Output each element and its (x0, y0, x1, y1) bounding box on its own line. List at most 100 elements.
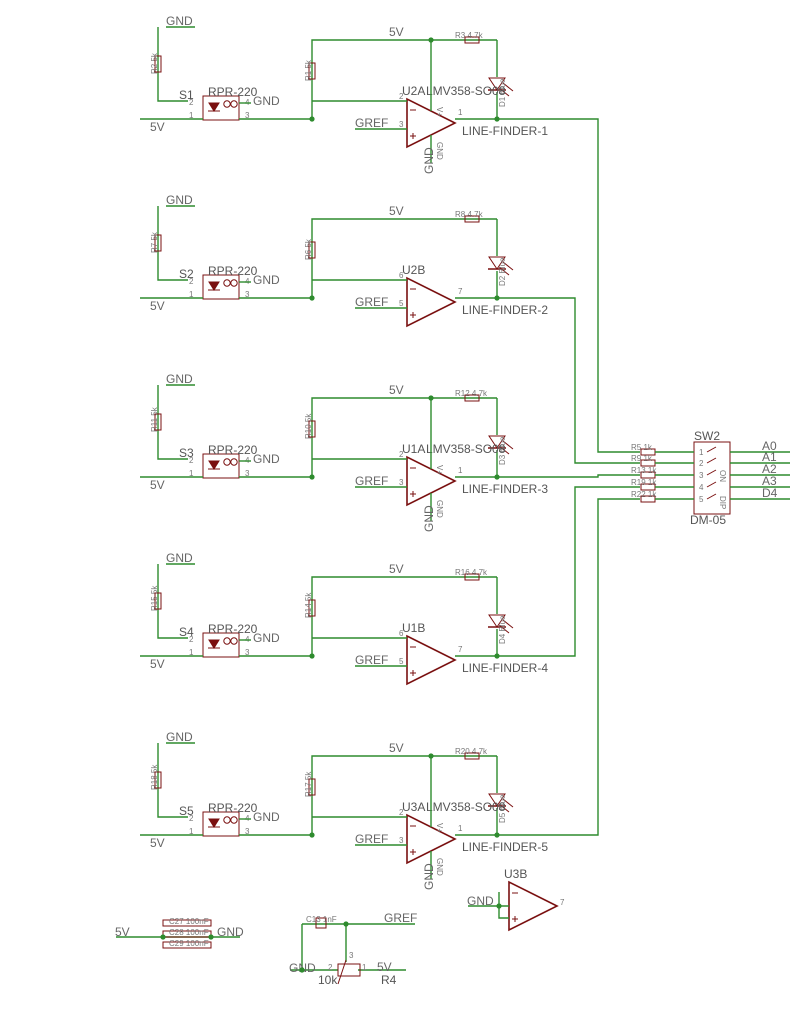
sensor-pin: 3 (245, 469, 250, 478)
pot-name: R4 (381, 973, 397, 987)
dip-switch-lever (706, 481, 717, 488)
pin-inv: 6 (399, 271, 404, 280)
output-net-label: LINE-FINDER-3 (462, 482, 548, 496)
sensor-part: RPR-220 (208, 801, 258, 815)
opamp-name: U1A (402, 442, 425, 456)
sensor-s2-body (202, 274, 240, 300)
cap-c28-body (162, 930, 212, 938)
junction-dot (428, 395, 434, 401)
cap-c27-body (162, 919, 212, 927)
led-d4-arrow-2 (498, 624, 510, 634)
resistor-r11-body (154, 413, 162, 431)
opamp-name: U2A (402, 84, 425, 98)
junction-dot (428, 753, 434, 759)
opamp-gnd-label: GND (422, 147, 436, 174)
resistor-r3-label: R3 4.7k (455, 31, 484, 40)
sensor-pin: 1 (189, 111, 194, 120)
divider-rail (311, 576, 497, 638)
rail-vcc-label: 5V (389, 383, 404, 397)
vcc-net-label: 5V (150, 299, 165, 313)
resistor-r14-label: R14 5k (304, 592, 313, 618)
gref-label: GREF (355, 832, 388, 846)
dip-resistor-r19-label: R19 1k (631, 478, 657, 487)
sensor-gnd-label: GND (253, 273, 280, 287)
sensor-pin: 1 (189, 827, 194, 836)
pin-noninv: 3 (399, 836, 404, 845)
resistor-r3-body (464, 36, 480, 44)
junction-dot (494, 653, 500, 659)
led-label: D2 Blue (498, 257, 507, 286)
unused-opamp-name: U3B (504, 867, 527, 881)
vcc-net-label: 5V (150, 836, 165, 850)
gref-label: GREF (355, 295, 388, 309)
rail-vcc-label: 5V (389, 204, 404, 218)
dip-resistor-r22-label: R22 1k (631, 490, 657, 499)
resistor-r15-body (154, 592, 162, 610)
sensor-s3-body (202, 453, 240, 479)
gnd-pin: GND (435, 858, 444, 876)
sensor-s1-body (202, 95, 240, 121)
resistor-r16-label: R16 4.7k (455, 568, 488, 577)
junction-dot (494, 832, 500, 838)
led-label: D5 Blue (498, 794, 507, 823)
gnd-net-label: GND (166, 14, 193, 28)
pullup-wire (157, 206, 188, 281)
led-d3-triangle (488, 435, 506, 449)
sensor-s4-emitter-diode (208, 639, 220, 649)
dip-body (693, 441, 731, 515)
resistor-r20-label: R20 4.7k (455, 747, 488, 756)
led-d4-triangle (488, 614, 506, 628)
junction-dot (309, 295, 315, 301)
sensor-name: S4 (179, 625, 194, 639)
resistor-r16-body (464, 573, 480, 581)
sensor-pin: 3 (245, 827, 250, 836)
led-d1-triangle (488, 77, 506, 91)
led-label: D3 Blue (498, 436, 507, 465)
sensor-pin: 1 (189, 648, 194, 657)
pin-noninv: 3 (399, 120, 404, 129)
divider-rail (311, 397, 497, 459)
pullup-wire (157, 385, 188, 460)
opamp-name: U3A (402, 800, 425, 814)
resistor-r8-body (464, 215, 480, 223)
led-d2-arrow-2 (498, 266, 510, 276)
cap-c13-label: C13 1nF (306, 915, 337, 924)
sensor-s4-body (202, 632, 240, 658)
pin-inv: 6 (399, 629, 404, 638)
output-net-label: LINE-FINDER-1 (462, 124, 548, 138)
sensor-pin: 1 (189, 469, 194, 478)
junction-dot (309, 653, 315, 659)
sensor-name: S5 (179, 804, 194, 818)
sensor-pin: 3 (245, 290, 250, 299)
opamp-gnd-label: GND (422, 505, 436, 532)
opamp-name: U1B (402, 621, 425, 635)
resistor-r10-label: R10 5k (304, 413, 313, 439)
dip-switch-lever (706, 457, 717, 464)
opamp-part: LMV358-SO08 (426, 84, 506, 98)
resistor-r10-body (308, 420, 316, 438)
junction-dot (160, 934, 166, 940)
gnd-net-label: GND (166, 730, 193, 744)
led-d3-arrow-2 (498, 445, 510, 455)
sensor-pin: 2 (189, 277, 194, 286)
cap-c13-body (315, 917, 327, 929)
dip-off-label: DIP (718, 496, 727, 509)
sensor-s3-photo-1 (223, 458, 231, 466)
sensor-s1-emitter-diode (208, 102, 220, 112)
junction-dot (496, 903, 502, 909)
pin-noninv: 5 (399, 299, 404, 308)
resistor-r20-body (464, 752, 480, 760)
dip-pin: 5 (699, 495, 704, 504)
sensor-part: RPR-220 (208, 622, 258, 636)
pot-pin-right: 1 (362, 963, 367, 972)
cap-c29-body (162, 941, 212, 949)
decoupling-vcc-label: 5V (115, 925, 130, 939)
dip-on-label: ON (718, 470, 727, 482)
output-net-label: LINE-FINDER-2 (462, 303, 548, 317)
output-net-label: LINE-FINDER-5 (462, 840, 548, 854)
sensor-name: S1 (179, 88, 194, 102)
